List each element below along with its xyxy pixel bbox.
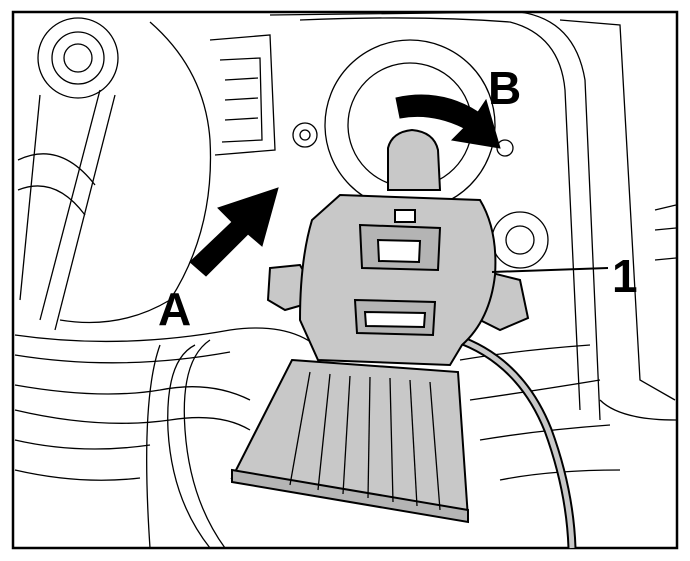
electrical-connector-part-1 bbox=[230, 128, 530, 524]
background-engine-parts bbox=[14, 11, 677, 549]
push-arrow-icon bbox=[189, 187, 279, 277]
label-a: A bbox=[158, 283, 191, 335]
label-b: B bbox=[488, 62, 521, 114]
rotate-arrow-icon bbox=[395, 94, 501, 149]
label-part-1: 1 bbox=[612, 250, 638, 302]
callout-leader-line bbox=[491, 267, 609, 273]
